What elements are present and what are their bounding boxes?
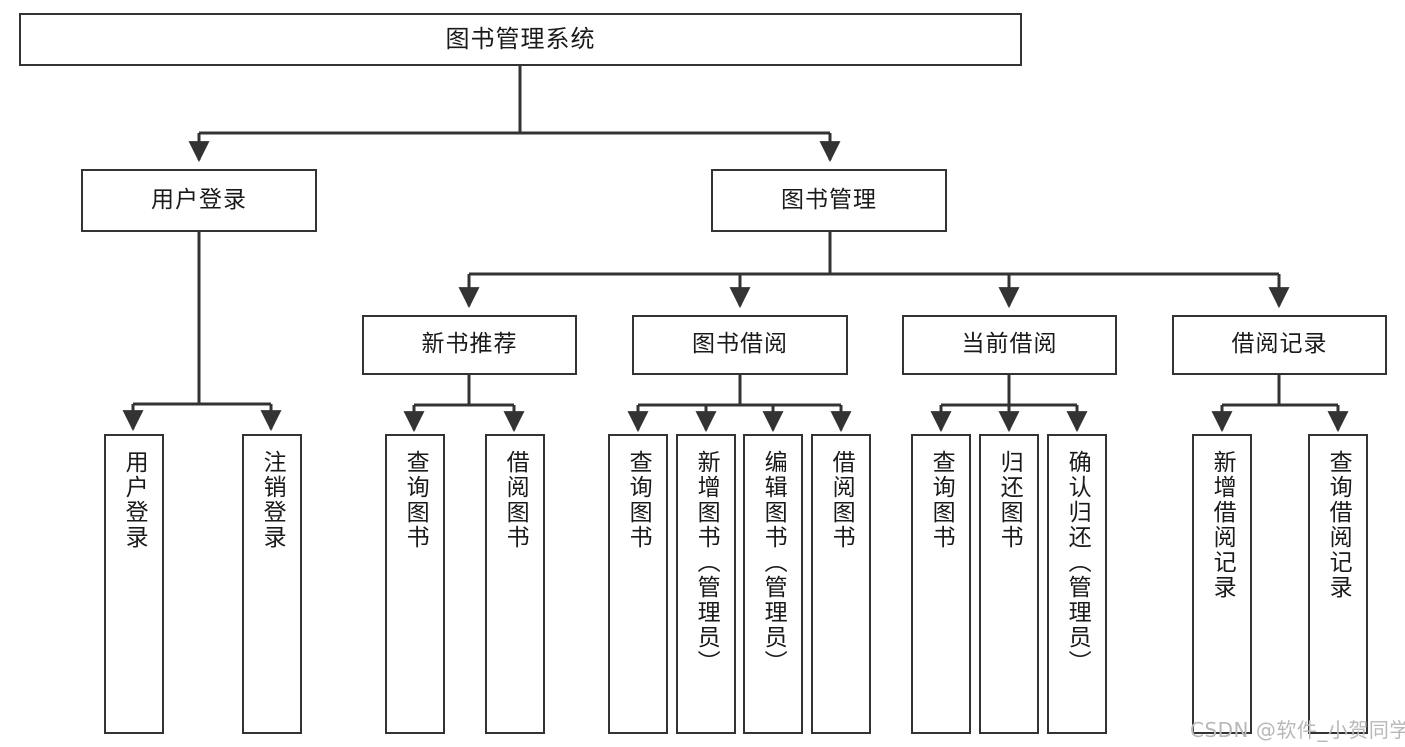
node-book-borrow-label: 图书借阅 bbox=[692, 331, 788, 358]
leaf-query-borrow-record-label: 查询借阅记录 bbox=[1325, 450, 1352, 600]
node-root-label: 图书管理系统 bbox=[445, 25, 596, 54]
node-user-login[interactable]: 用户登录 bbox=[81, 169, 317, 232]
leaf-edit-book-admin[interactable]: 编辑图书（管理员） bbox=[743, 434, 803, 734]
leaf-return-book[interactable]: 归还图书 bbox=[979, 434, 1039, 734]
node-current-borrow[interactable]: 当前借阅 bbox=[902, 315, 1117, 375]
leaf-query-book-new[interactable]: 查询图书 bbox=[385, 434, 445, 734]
leaf-borrow-book-new-label: 借阅图书 bbox=[502, 450, 529, 550]
leaf-return-book-label: 归还图书 bbox=[996, 450, 1023, 550]
leaf-query-book-borrow[interactable]: 查询图书 bbox=[608, 434, 668, 734]
node-root-book-management-system[interactable]: 图书管理系统 bbox=[19, 13, 1022, 66]
leaf-query-book-current-label: 查询图书 bbox=[928, 450, 955, 550]
leaf-user-logout-label: 注销登录 bbox=[259, 450, 286, 550]
leaf-add-book-admin-label: 新增图书（管理员） bbox=[693, 450, 720, 675]
leaf-query-borrow-record[interactable]: 查询借阅记录 bbox=[1308, 434, 1368, 734]
node-current-borrow-label: 当前借阅 bbox=[961, 331, 1058, 358]
node-book-management-label: 图书管理 bbox=[781, 186, 877, 213]
node-book-management[interactable]: 图书管理 bbox=[711, 169, 947, 232]
node-borrow-record-label: 借阅记录 bbox=[1231, 331, 1328, 358]
leaf-query-book-current[interactable]: 查询图书 bbox=[911, 434, 971, 734]
leaf-user-login-label: 用户登录 bbox=[121, 450, 148, 550]
node-book-borrow[interactable]: 图书借阅 bbox=[632, 315, 848, 375]
leaf-borrow-book-new[interactable]: 借阅图书 bbox=[485, 434, 545, 734]
node-user-login-label: 用户登录 bbox=[151, 186, 247, 213]
leaf-confirm-return-admin-label: 确认归还（管理员） bbox=[1064, 450, 1091, 675]
leaf-edit-book-admin-label: 编辑图书（管理员） bbox=[760, 450, 787, 675]
leaf-user-login[interactable]: 用户登录 bbox=[104, 434, 164, 734]
leaf-user-logout[interactable]: 注销登录 bbox=[242, 434, 302, 734]
node-new-book-recommendation-label: 新书推荐 bbox=[421, 331, 518, 358]
leaf-query-book-borrow-label: 查询图书 bbox=[625, 450, 652, 550]
leaf-add-borrow-record-label: 新增借阅记录 bbox=[1209, 450, 1236, 600]
watermark-text: CSDN @软件_小贺同学 bbox=[1190, 718, 1405, 742]
leaf-add-book-admin[interactable]: 新增图书（管理员） bbox=[676, 434, 736, 734]
node-new-book-recommendation[interactable]: 新书推荐 bbox=[362, 315, 577, 375]
leaf-confirm-return-admin[interactable]: 确认归还（管理员） bbox=[1047, 434, 1107, 734]
leaf-borrow-book-borrow-label: 借阅图书 bbox=[828, 450, 855, 550]
leaf-borrow-book-borrow[interactable]: 借阅图书 bbox=[811, 434, 871, 734]
leaf-add-borrow-record[interactable]: 新增借阅记录 bbox=[1192, 434, 1252, 734]
node-borrow-record[interactable]: 借阅记录 bbox=[1172, 315, 1387, 375]
leaf-query-book-new-label: 查询图书 bbox=[402, 450, 429, 550]
